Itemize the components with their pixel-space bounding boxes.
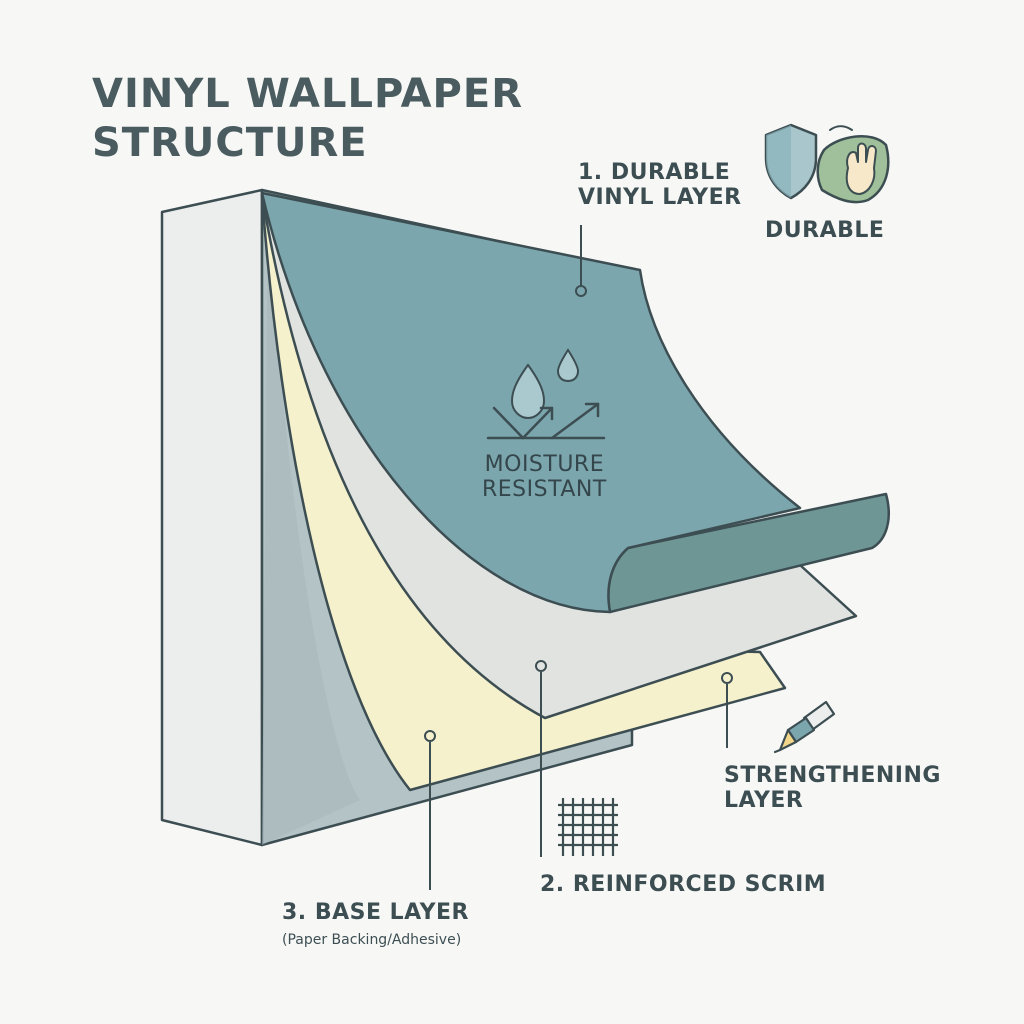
label-durable: DURABLE bbox=[765, 218, 885, 243]
label-strengthening-line-1: STRENGTHENING bbox=[724, 763, 941, 788]
leader-dot-scrim bbox=[535, 660, 547, 672]
title-line-2: STRUCTURE bbox=[92, 119, 368, 166]
label-vinyl-layer: 1. DURABLE VINYL LAYER bbox=[578, 160, 742, 211]
title-line-1: VINYL WALLPAPER bbox=[92, 71, 523, 117]
cloth-hand-icon bbox=[816, 125, 890, 204]
leader-dot-vinyl bbox=[575, 285, 587, 297]
label-strengthening-line-2: LAYER bbox=[724, 788, 804, 814]
label-vinyl-line-2: VINYL LAYER bbox=[578, 185, 742, 211]
label-strengthening-layer: STRENGTHENING LAYER bbox=[724, 763, 941, 814]
label-moisture-resistant: MOISTURE RESISTANT bbox=[482, 452, 607, 503]
label-moisture-line-2: RESISTANT bbox=[482, 477, 607, 503]
label-base-layer-subtitle: (Paper Backing/Adhesive) bbox=[282, 932, 462, 948]
label-base-layer: 3. BASE LAYER bbox=[282, 900, 469, 925]
leader-lines bbox=[424, 225, 733, 890]
label-reinforced-scrim: 2. REINFORCED SCRIM bbox=[540, 872, 827, 897]
repel-arrows-icon bbox=[486, 402, 606, 440]
label-vinyl-line-1: 1. DURABLE bbox=[578, 160, 731, 185]
page-title: VINYL WALLPAPER STRUCTURE bbox=[92, 70, 523, 168]
leader-dot-base bbox=[424, 730, 436, 742]
shield-icon bbox=[764, 123, 818, 200]
water-drops-icon bbox=[510, 348, 580, 420]
label-moisture-line-1: MOISTURE bbox=[484, 452, 605, 477]
wall-side-face bbox=[160, 188, 264, 847]
wall-shadow bbox=[262, 200, 360, 845]
leader-dot-strength bbox=[721, 672, 733, 684]
glue-tube-icon bbox=[773, 700, 836, 754]
mesh-icon bbox=[558, 798, 618, 856]
